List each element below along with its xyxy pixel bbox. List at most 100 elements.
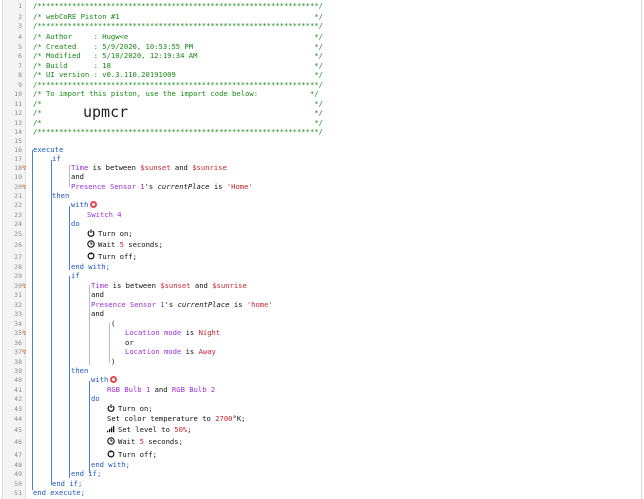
- line-number: 49: [14, 470, 22, 478]
- end-if-keyword[interactable]: end if;: [71, 469, 102, 478]
- gear-icon[interactable]: [90, 201, 98, 208]
- line-number: 44: [14, 415, 22, 423]
- line-number: 3: [18, 22, 22, 30]
- line-number: 19: [14, 173, 22, 181]
- gutter-marker-icon: ↯: [22, 329, 27, 337]
- gutter-marker-icon: ↯: [22, 183, 27, 191]
- task-turn-on[interactable]: Turn on;: [107, 404, 153, 414]
- line-number: 23: [14, 211, 22, 219]
- and-operator[interactable]: and: [91, 290, 104, 299]
- power-off-icon: [87, 252, 95, 260]
- power-icon: [87, 229, 95, 237]
- line-number: 1: [18, 2, 22, 10]
- if-keyword[interactable]: if: [52, 154, 61, 163]
- comment-text: /* Created : 5/9/2020, 10:53:55 PM */: [33, 42, 323, 51]
- device-rgb-bulbs[interactable]: RGB Bulb 1 and RGB Bulb 2: [107, 385, 216, 394]
- condition-location-away[interactable]: Location mode is Away: [125, 347, 216, 356]
- condition-location-night[interactable]: Location mode is Night: [125, 328, 221, 337]
- line-number: 8: [18, 71, 22, 79]
- code-line: 4 /* Author : Hugw<e */: [3, 32, 639, 42]
- line-number: 14: [14, 128, 22, 136]
- do-keyword[interactable]: do: [91, 394, 100, 403]
- then-keyword[interactable]: then: [52, 191, 70, 200]
- comment-text: /***************************************…: [33, 1, 323, 10]
- task-set-level[interactable]: Set level to 50%;: [107, 425, 192, 435]
- line-number: 6: [18, 52, 22, 60]
- line-number: 45: [14, 426, 22, 434]
- if-keyword[interactable]: if: [71, 271, 80, 280]
- code-line: 34 (: [3, 319, 639, 329]
- end-execute-keyword[interactable]: end execute;: [33, 488, 85, 497]
- task-turn-off[interactable]: Turn off;: [87, 252, 137, 262]
- end-with-keyword[interactable]: end with;: [71, 262, 110, 271]
- line-number: 41: [14, 386, 22, 394]
- line-number: 4: [18, 33, 22, 41]
- comment-text: /***************************************…: [33, 21, 323, 30]
- task-wait[interactable]: Wait 5 seconds;: [87, 240, 163, 250]
- subgroup-guide: [109, 323, 110, 363]
- line-number: 34: [14, 320, 22, 328]
- with-keyword[interactable]: with: [91, 375, 118, 385]
- comment-text: /* UI version : v0.3.110.20191009 */: [33, 70, 323, 79]
- condition-group-guide: [69, 165, 70, 187]
- gutter-marker-icon: ↯: [22, 164, 27, 172]
- gear-icon[interactable]: [110, 376, 118, 383]
- and-operator[interactable]: and: [91, 309, 104, 318]
- open-paren[interactable]: (: [111, 319, 116, 328]
- task-turn-off[interactable]: Turn off;: [107, 450, 157, 460]
- code-line: 3 /**************************************…: [3, 21, 639, 31]
- execute-keyword[interactable]: execute: [33, 145, 64, 154]
- line-number: 7: [18, 62, 22, 70]
- condition-presence[interactable]: Presence Sensor 1's currentPlace is 'Hom…: [71, 182, 253, 191]
- code-line: 38): [3, 357, 639, 367]
- do-keyword[interactable]: do: [71, 219, 80, 228]
- line-number: 22: [14, 201, 22, 209]
- with-keyword[interactable]: with: [71, 200, 98, 210]
- comment-text: /* Modified : 5/10/2020, 12:19:34 AM */: [33, 51, 323, 60]
- code-line: 49 end if;: [3, 469, 639, 479]
- code-line: 18↯Time is between $sunset and $sunrise: [3, 163, 639, 173]
- comment-text: /* Author : Hugw<e */: [33, 32, 323, 41]
- import-code[interactable]: upmcr: [83, 103, 129, 121]
- or-operator[interactable]: or: [125, 338, 134, 347]
- code-line: 45 Set level to 50%;: [3, 425, 639, 435]
- line-number: 5: [18, 43, 22, 51]
- line-number: 2: [18, 13, 22, 21]
- end-if-keyword[interactable]: end if;: [52, 479, 83, 488]
- line-number: 24: [14, 220, 22, 228]
- close-paren[interactable]: ): [111, 357, 116, 366]
- code-line: 28 end with;: [3, 262, 639, 272]
- code-line: 37↯Location mode is Away: [3, 347, 639, 357]
- condition-presence[interactable]: Presence Sensor 1's currentPlace is 'hom…: [91, 300, 273, 309]
- and-operator[interactable]: and: [71, 172, 84, 181]
- line-number: 28: [14, 263, 22, 271]
- end-with-keyword[interactable]: end with;: [91, 460, 130, 469]
- line-number: 17: [14, 155, 22, 163]
- task-set-color-temperature[interactable]: Set color temperature to 2700°K;: [107, 414, 246, 423]
- task-turn-on[interactable]: Turn on;: [87, 229, 133, 239]
- task-wait[interactable]: Wait 5 seconds;: [107, 437, 183, 447]
- line-number: 42: [14, 395, 22, 403]
- code-line: 8 /* UI version : v0.3.110.20191009 */: [3, 70, 639, 80]
- condition-time[interactable]: Time is between $sunset and $sunrise: [91, 281, 247, 290]
- device-switch-4[interactable]: Switch 4: [87, 210, 122, 219]
- line-number: 32: [14, 301, 22, 309]
- code-line: 17 if: [3, 154, 639, 164]
- code-line: 11/* */: [3, 99, 639, 109]
- code-line: 13/* */: [3, 118, 639, 128]
- condition-time[interactable]: Time is between $sunset and $sunrise: [71, 163, 227, 172]
- code-line: 40 with: [3, 375, 639, 385]
- gutter-marker-icon: ↯: [22, 282, 27, 290]
- line-number: 40: [14, 376, 22, 384]
- code-line: 43 Turn on;: [3, 404, 639, 414]
- line-number: 31: [14, 291, 22, 299]
- then-keyword[interactable]: then: [71, 366, 89, 375]
- line-number: 43: [14, 405, 22, 413]
